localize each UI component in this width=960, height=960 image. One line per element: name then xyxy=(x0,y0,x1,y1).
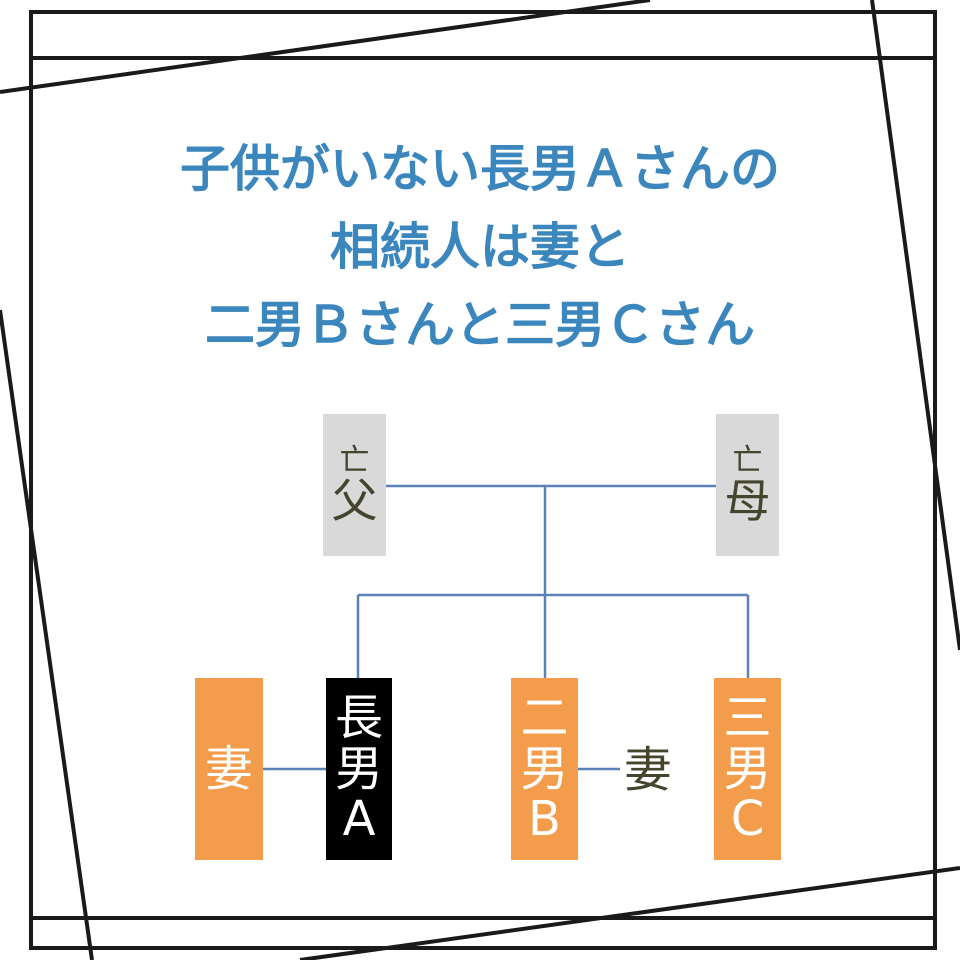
mother-label: 母 xyxy=(724,473,771,528)
mother-prefix: 亡 xyxy=(732,443,763,479)
son-a-char-1: 長 xyxy=(334,690,383,747)
mother-box: 亡 母 xyxy=(716,414,779,556)
title-line-2: 相続人は妻と xyxy=(330,218,630,276)
wife-a-box: 妻 xyxy=(195,678,263,860)
son-c-box: 三 男 C xyxy=(714,678,781,860)
wife-b-label: 妻 xyxy=(623,741,672,798)
son-b-char-2: 男 xyxy=(520,740,569,797)
title-line-3: 二男Ｂさんと三男Ｃさん xyxy=(205,296,755,354)
son-b-char-1: 二 xyxy=(520,690,569,747)
son-c-char-2: 男 xyxy=(723,740,772,797)
page-title: 子供がいない長男Ａさんの 相続人は妻と 二男Ｂさんと三男Ｃさん xyxy=(0,130,960,364)
wife-a-label: 妻 xyxy=(204,740,253,797)
son-c-char-3: C xyxy=(730,791,765,848)
father-label: 父 xyxy=(331,473,378,528)
son-b-char-3: B xyxy=(528,791,561,848)
son-c-char-1: 三 xyxy=(723,690,772,747)
son-a-char-3: A xyxy=(342,791,376,848)
father-box: 亡 父 xyxy=(323,414,386,556)
title-line-1: 子供がいない長男Ａさんの xyxy=(180,140,780,198)
son-a-char-2: 男 xyxy=(334,740,383,797)
wife-b-box: 妻 xyxy=(620,700,676,840)
son-a-box: 長 男 A xyxy=(326,678,392,860)
father-prefix: 亡 xyxy=(339,443,370,479)
son-b-box: 二 男 B xyxy=(511,678,578,860)
